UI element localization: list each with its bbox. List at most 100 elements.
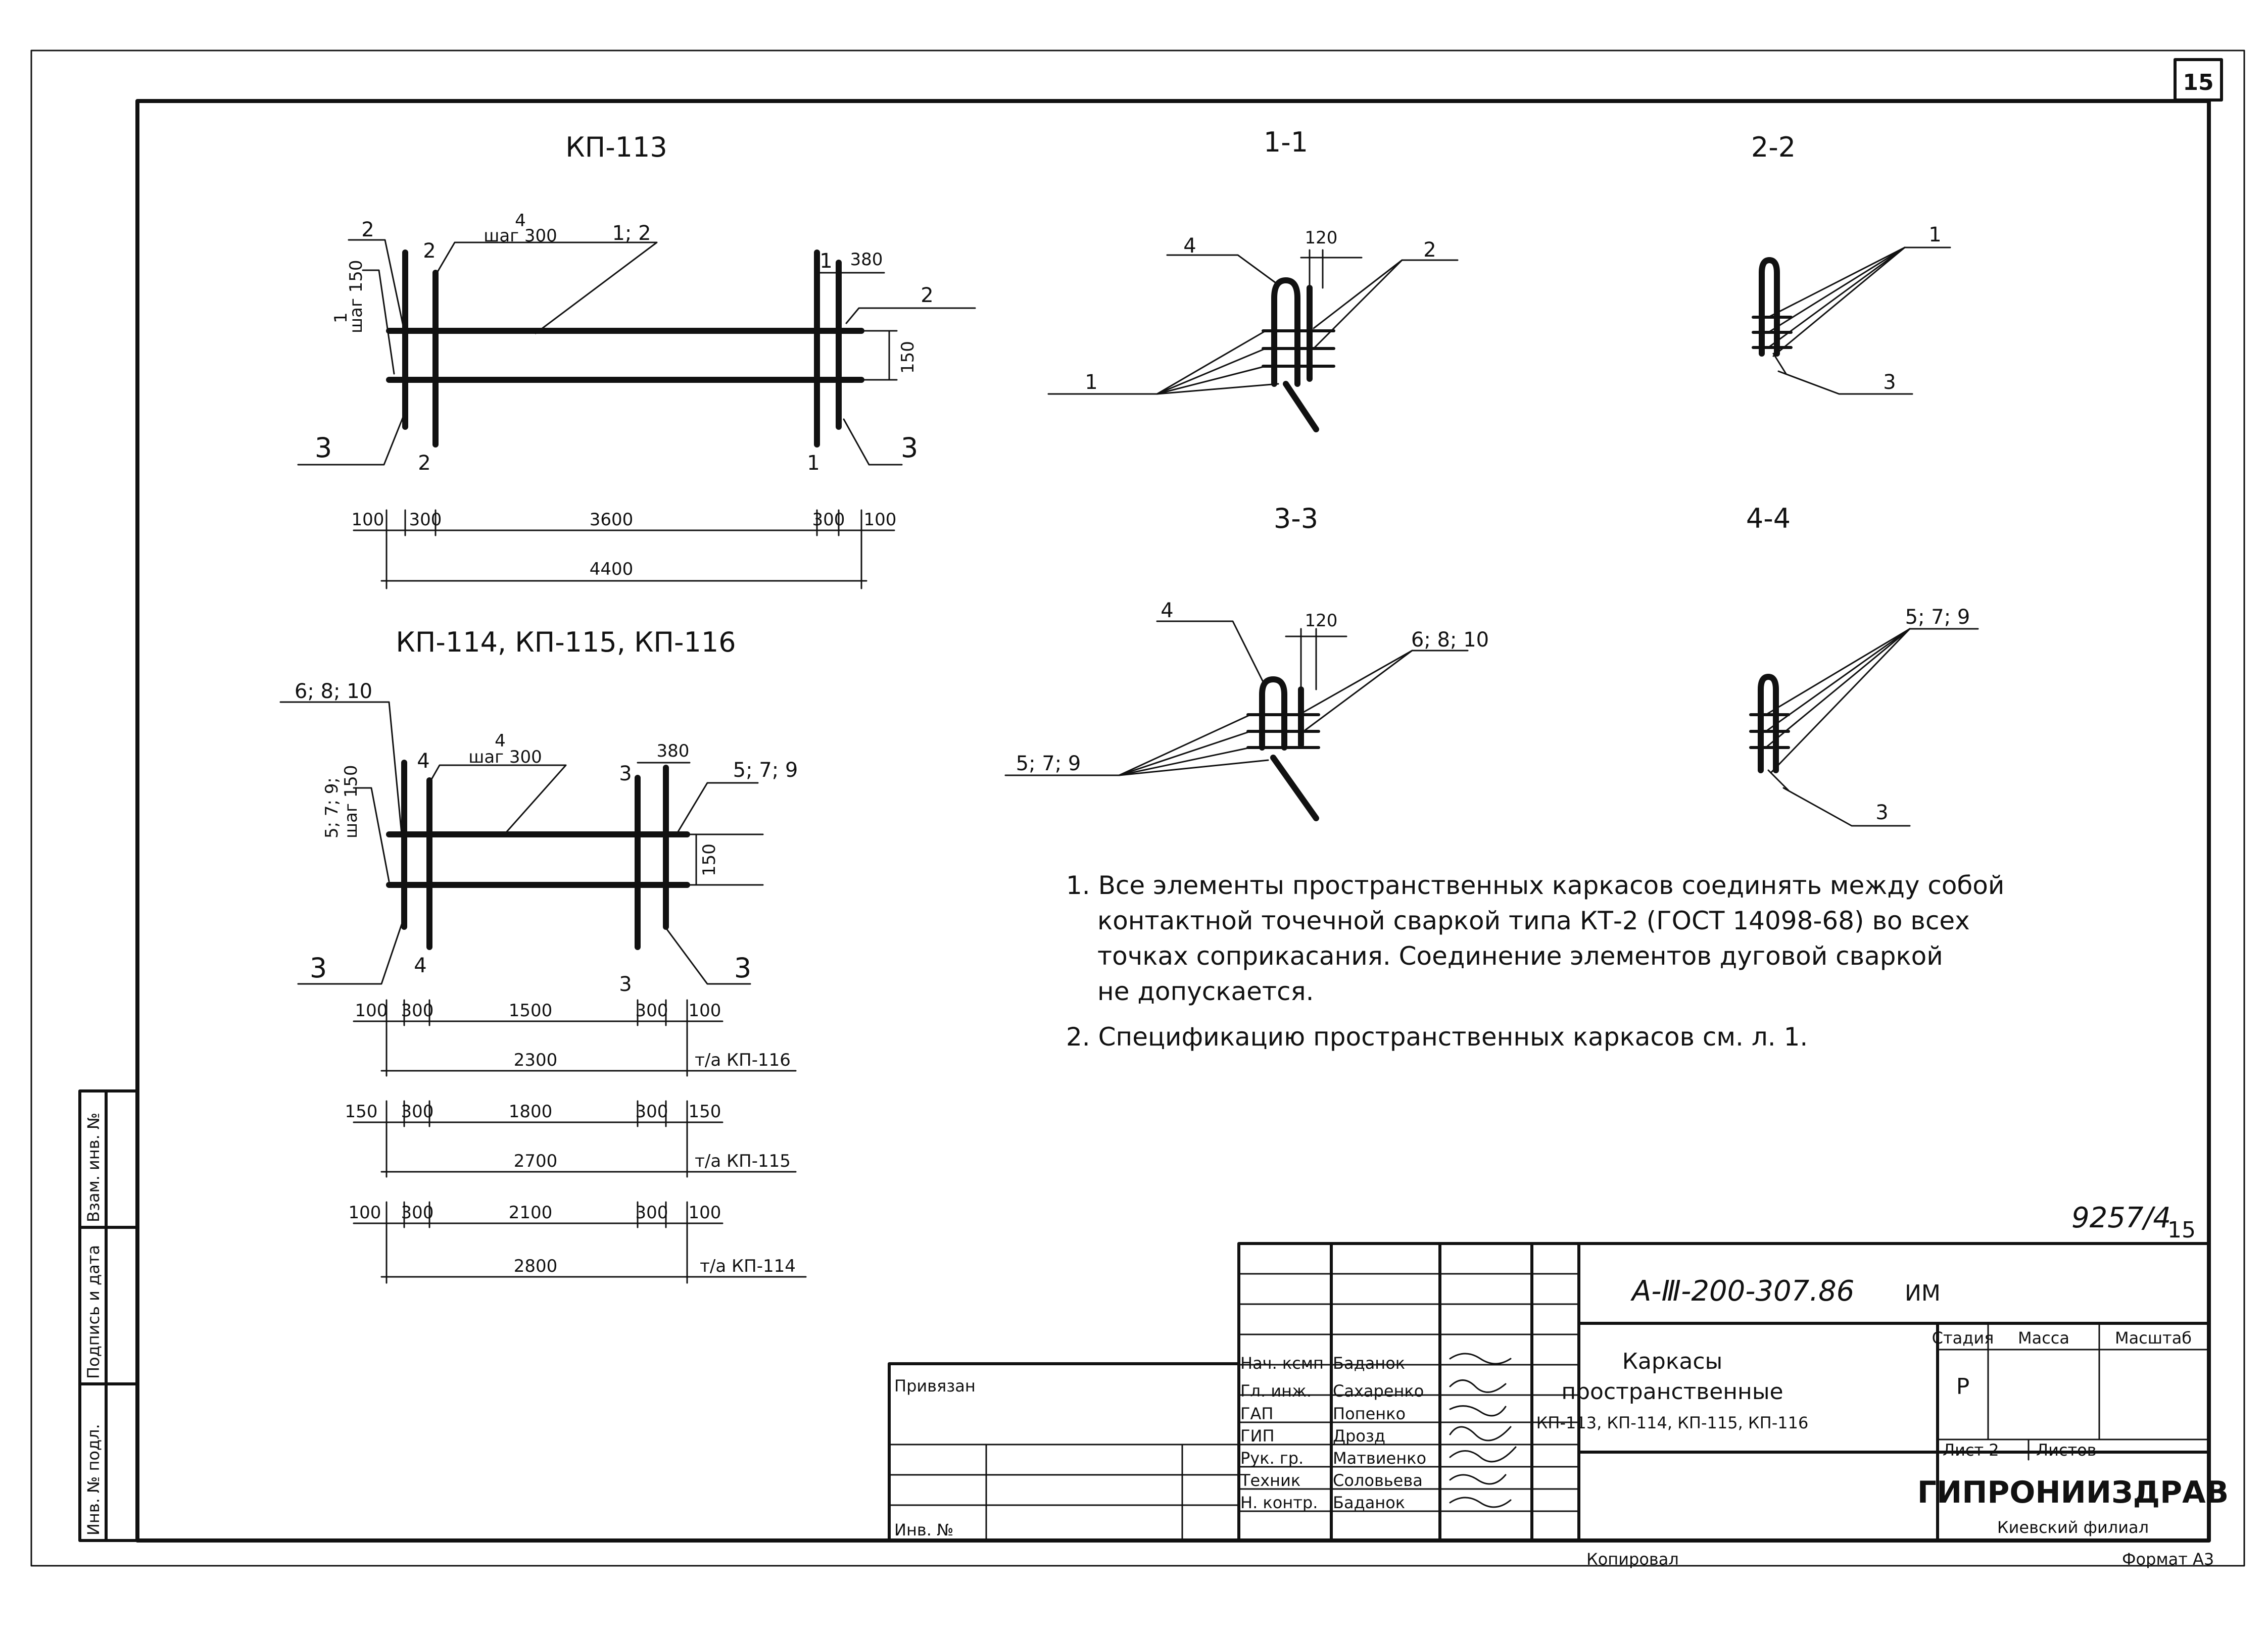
section-2-2-lead-3: 3 [1883, 371, 1896, 394]
inv-label: Инв. № [894, 1520, 953, 1539]
kp113-lead-left-num: 1 [331, 312, 351, 323]
section-1-1-title: 1-1 [1264, 126, 1308, 158]
section-3-3-lead-579: 5; 7; 9 [1016, 752, 1081, 775]
sheet-number-box [2174, 58, 2223, 102]
kp113-dim-total: 4400 [590, 559, 634, 579]
section-3-3-dim-120: 120 [1305, 611, 1338, 631]
name-2: Сахаренко [1333, 1381, 1424, 1401]
kp114-lead-left-spec: шаг 150 [341, 765, 361, 838]
role-5: Рук. гр. [1240, 1449, 1304, 1468]
name-7: Баданок [1333, 1493, 1405, 1512]
scale-header: Масштаб [2115, 1328, 2192, 1348]
section-3-3-title: 3-3 [1274, 503, 1318, 534]
kp114-lead-3-right: 3 [734, 952, 751, 984]
kp114-sec4-top: 4 [417, 750, 429, 773]
kp113-sec1-bottom: 1 [807, 452, 819, 475]
section-1-1-dim-120: 120 [1305, 228, 1338, 248]
kp113-elevation: КП-113 2 2 4 шаг 300 1; 2 1 шаг 150 1 38… [297, 131, 976, 589]
kp114-dim-left: 100 [349, 1203, 381, 1223]
kp113-lead-left-spec: шаг 150 [346, 260, 366, 333]
name-4: Дрозд [1333, 1426, 1385, 1446]
kp116-dim-right: 100 [689, 1001, 721, 1021]
sheet-label: Лист 2 [1943, 1440, 1999, 1460]
kp113-sec1-top: 1 [819, 250, 832, 273]
name-6: Соловьева [1333, 1471, 1423, 1490]
title-line-3: КП-113, КП-114, КП-115, КП-116 [1536, 1413, 1809, 1432]
note-line-1: 1. Все элементы пространственных каркасо… [1066, 871, 2004, 900]
kp113-dim-3600: 3600 [590, 510, 634, 530]
title-block: Привязан Инв. № Нач. ксмп Баданок Гл. ин… [888, 1242, 2229, 1542]
kp115-dim-300-right: 300 [636, 1102, 668, 1122]
side-stamp-sign: Подпись и дата [84, 1245, 103, 1379]
role-1: Нач. ксмп [1240, 1354, 1324, 1373]
kp114-elevation: КП-114, КП-115, КП-116 6; 8; 10 4 4 шаг … [279, 626, 807, 1284]
kp113-lead-1-2: 1; 2 [612, 222, 651, 245]
kp114-lead-579: 5; 7; 9 [733, 759, 798, 782]
outer-border [30, 49, 2245, 1567]
kp113-lead-3-right: 3 [901, 432, 918, 464]
kp114-sec4-bottom: 4 [414, 954, 426, 977]
kp114-dim-mid: 2100 [509, 1203, 553, 1223]
kp114-total: 2800 [514, 1256, 558, 1276]
kp114-lead-4-spec: шаг 300 [468, 747, 542, 767]
role-2: Гл. инж. [1240, 1381, 1312, 1401]
side-stamp: Инв. № подл. Подпись и дата Взам. инв. № [78, 1089, 139, 1542]
kp113-lead-2-top: 2 [361, 218, 374, 241]
kp116-dim-mid: 1500 [509, 1001, 553, 1021]
kp115-dim-mid: 1800 [509, 1102, 553, 1122]
role-7: Н. контр. [1240, 1493, 1318, 1512]
mass-header: Масса [2018, 1328, 2069, 1348]
kp114-sec3-bottom: 3 [619, 973, 632, 996]
kp113-dim-100-left: 100 [352, 510, 384, 530]
section-2-2-lead-1: 1 [1928, 223, 1941, 246]
kp114-dim-380: 380 [657, 741, 690, 761]
branch-name: Киевский филиал [1997, 1518, 2149, 1537]
kp115-total: 2700 [514, 1151, 558, 1171]
section-1-1-lead-1: 1 [1085, 371, 1097, 394]
section-3-3-lead-4: 4 [1161, 599, 1173, 622]
org-name: ГИПРОНИИЗДРАВ [1917, 1475, 2229, 1510]
kp113-lead-4-spec: шаг 300 [484, 226, 557, 246]
kp114-dim-right: 100 [689, 1203, 721, 1223]
archive-sheet: 15 [2167, 1217, 2196, 1243]
section-4-4-title: 4-4 [1746, 503, 1791, 534]
stage-header: Стадия [1932, 1328, 1994, 1348]
stage-value: Р [1956, 1374, 1970, 1400]
note-line-5: 2. Спецификацию пространственных каркасо… [1066, 1022, 1808, 1052]
kp114-dim-150: 150 [699, 843, 719, 876]
format-label: Формат А3 [2122, 1550, 2214, 1569]
section-4-4-lead-579: 5; 7; 9 [1905, 606, 1970, 629]
kp113-sec2-top: 2 [423, 239, 436, 263]
name-5: Матвиенко [1333, 1449, 1426, 1468]
section-4-4-lead-3: 3 [1875, 801, 1888, 824]
note-line-4: не допускается. [1097, 977, 1314, 1006]
kp116-total: 2300 [514, 1050, 558, 1070]
kp114-lead-3-left: 3 [310, 952, 327, 984]
section-4-4: 4-4 5; 7; 9 3 [1746, 503, 1979, 827]
kp113-lead-2-right: 2 [921, 284, 933, 307]
section-3-3-lead-6810: 6; 8; 10 [1411, 628, 1489, 652]
side-stamp-inv: Инв. № подл. [84, 1424, 103, 1535]
section-1-1-lead-4: 4 [1183, 234, 1196, 258]
kp115-label: т/а КП-115 [695, 1151, 791, 1171]
kp113-dim-100-right: 100 [864, 510, 897, 530]
section-3-3: 3-3 120 4 6; 8; 10 5; 7; 9 [1004, 503, 1489, 821]
kp113-dim-300-right: 300 [812, 510, 845, 530]
kp115-dim-right: 150 [689, 1102, 721, 1122]
kp115-dim-left: 150 [345, 1102, 378, 1122]
copied-label: Копировал [1586, 1550, 1679, 1569]
kp116-dim-left: 100 [355, 1001, 388, 1021]
kp113-sec2-bottom: 2 [418, 452, 430, 475]
notes: 1. Все элементы пространственных каркасо… [1066, 871, 2004, 1052]
role-6: Техник [1240, 1471, 1300, 1490]
kp116-dim-300-right: 300 [636, 1001, 668, 1021]
kp114-sec3-top: 3 [619, 762, 632, 785]
doc-code: А-Ⅲ-200-307.86 [1630, 1275, 1854, 1308]
kp113-lead-4-num: 4 [515, 211, 526, 231]
name-1: Баданок [1333, 1354, 1405, 1373]
name-3: Попенко [1333, 1404, 1406, 1423]
kp114-dim-300-left: 300 [401, 1203, 434, 1223]
archive-number: 9257/4 [2071, 1202, 2171, 1234]
kp116-dim-300-left: 300 [401, 1001, 434, 1021]
